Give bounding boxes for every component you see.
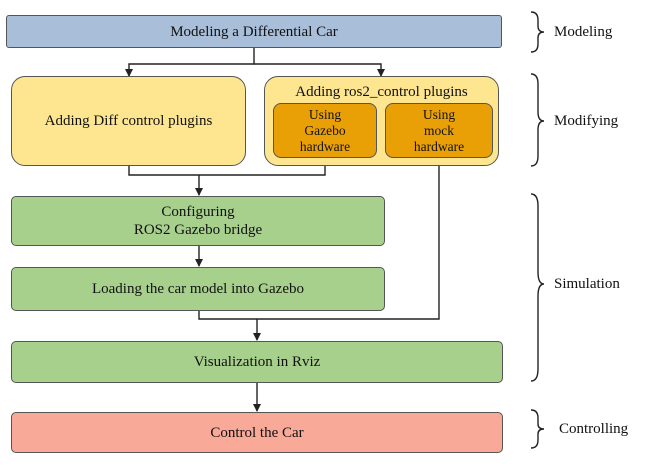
gazebo-bridge-box: Configuring ROS2 Gazebo bridge — [11, 196, 385, 246]
diff-plugins-box: Adding Diff control plugins — [11, 76, 246, 166]
stage-controlling-label: Controlling — [559, 421, 629, 437]
gazebo-hardware-box: Using Gazebo hardware — [273, 103, 377, 158]
connector-diff-merge — [128, 158, 326, 176]
mock-hardware-box: Using mock hardware — [385, 103, 493, 158]
rviz-box: Visualization in Rviz — [11, 341, 503, 383]
control-box: Control the Car — [11, 412, 503, 453]
modeling-box: Modeling a Differential Car — [6, 15, 502, 48]
connector-modeling-split — [125, 48, 255, 77]
brace-simulation — [530, 193, 545, 382]
connector-modeling-to-ros2 — [254, 63, 385, 77]
mock-hardware-label: Using mock hardware — [413, 106, 465, 154]
gazebo-bridge-label: Configuring ROS2 Gazebo bridge — [133, 204, 263, 238]
gazebo-hardware-label: Using Gazebo hardware — [299, 106, 351, 154]
brace-controlling — [530, 409, 545, 449]
connector-loading-merge — [198, 158, 440, 320]
modeling-box-label: Modeling a Differential Car — [170, 23, 338, 40]
load-model-label: Loading the car model into Gazebo — [91, 281, 304, 297]
stage-simulation-label: Simulation — [554, 276, 620, 292]
rviz-label: Visualization in Rviz — [193, 354, 321, 370]
stage-modifying-label: Modifying — [554, 113, 619, 129]
brace-modifying — [530, 73, 545, 167]
load-model-box: Loading the car model into Gazebo — [11, 267, 385, 311]
control-label: Control the Car — [210, 424, 304, 441]
stage-modeling-label: Modeling — [554, 24, 613, 40]
brace-modeling — [530, 11, 545, 53]
ros2-plugins-label: Adding ros2_control plugins — [295, 84, 468, 100]
diff-plugins-label: Adding Diff control plugins — [44, 113, 213, 129]
